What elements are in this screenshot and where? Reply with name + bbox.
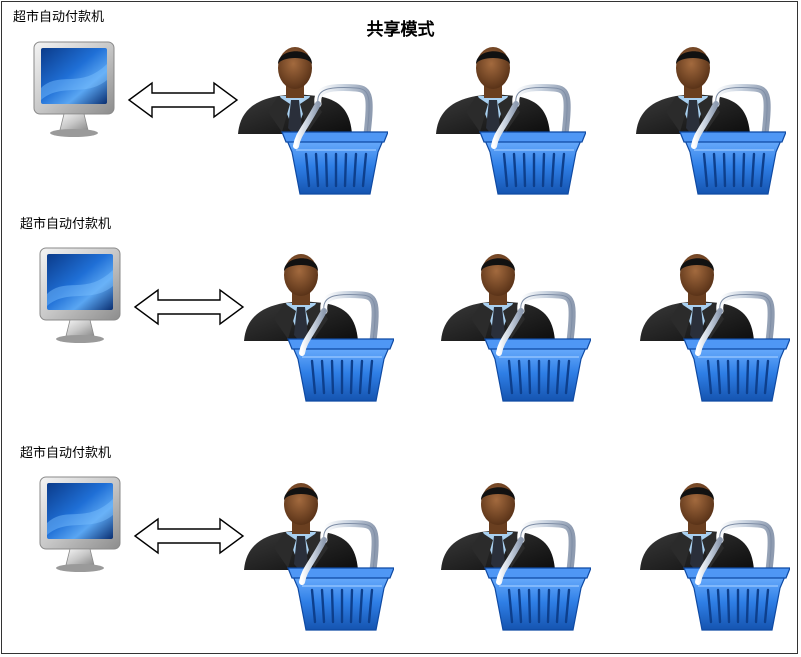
kiosk-label-1: 超市自动付款机 — [13, 10, 105, 25]
businessman-basket-icon — [238, 42, 388, 202]
businessman-basket-icon — [441, 478, 591, 638]
diagram-title: 共享模式 — [366, 20, 435, 40]
businessman-basket-icon — [441, 249, 591, 409]
double-arrow-icon — [126, 80, 240, 120]
computer-monitor-icon — [30, 40, 118, 140]
computer-monitor-icon — [36, 475, 124, 575]
businessman-basket-icon — [636, 42, 786, 202]
computer-monitor-icon — [36, 246, 124, 346]
businessman-basket-icon — [640, 478, 790, 638]
businessman-basket-icon — [244, 478, 394, 638]
businessman-basket-icon — [640, 249, 790, 409]
businessman-basket-icon — [436, 42, 586, 202]
businessman-basket-icon — [244, 249, 394, 409]
kiosk-label-3: 超市自动付款机 — [20, 446, 112, 461]
double-arrow-icon — [132, 287, 246, 327]
double-arrow-icon — [132, 516, 246, 556]
kiosk-label-2: 超市自动付款机 — [20, 217, 112, 232]
